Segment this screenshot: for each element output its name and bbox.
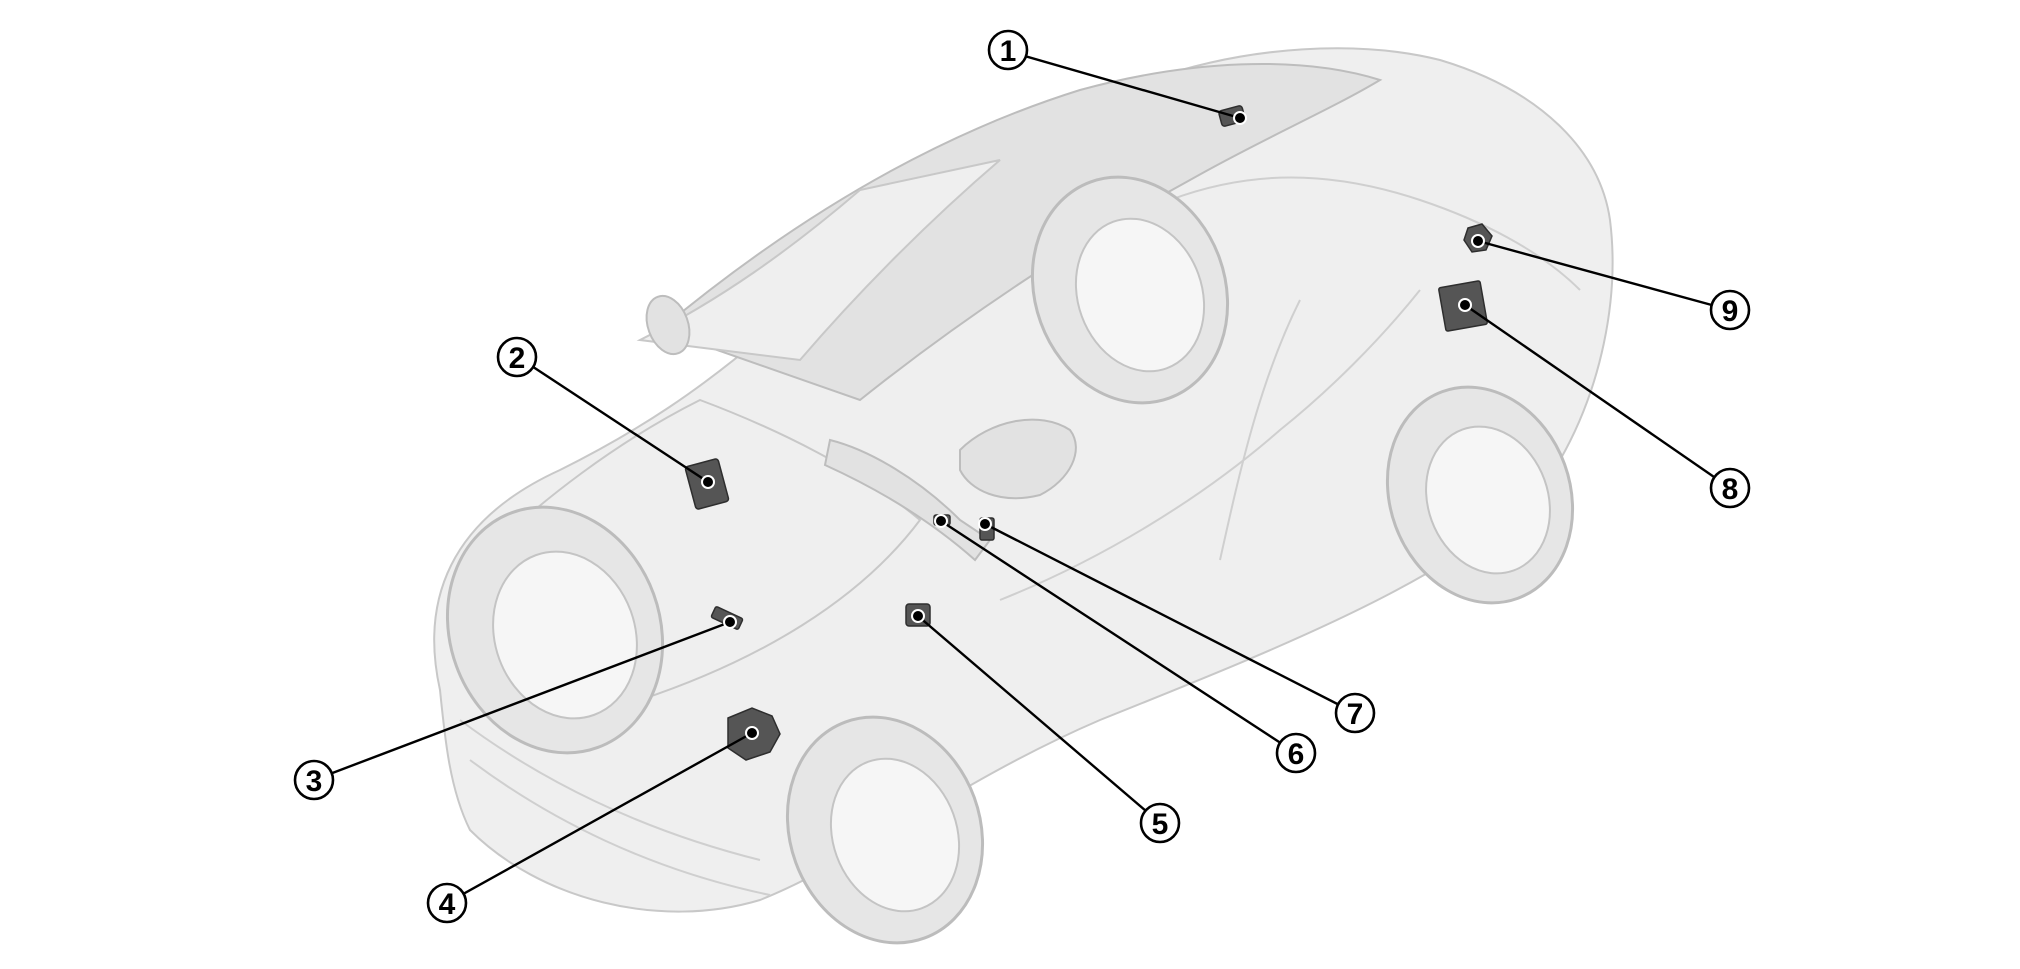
- leader-line-6: [940, 519, 1297, 755]
- vehicle-door-line: [1169, 176, 1581, 291]
- leader-line-4: [446, 731, 753, 905]
- anchor-dot-3: [723, 615, 737, 629]
- anchor-dot-5: [911, 609, 925, 623]
- leader-line-3: [313, 620, 731, 782]
- anchor-dot-6: [934, 514, 948, 528]
- callout-badges: 1 2 3 4 5 6 7 8: [293, 29, 1751, 924]
- callout-8: 8: [1709, 467, 1751, 509]
- anchor-dot-1: [1233, 111, 1247, 125]
- callout-label-3: 3: [306, 765, 323, 798]
- callout-label-7: 7: [1347, 698, 1364, 731]
- callout-label-5: 5: [1152, 808, 1169, 841]
- vehicle-windshield: [636, 159, 1001, 362]
- callout-5: 5: [1139, 802, 1181, 844]
- wheel-rear-left: [1030, 175, 1230, 405]
- vehicle-illustration: [433, 47, 1614, 945]
- anchor-dot-4: [745, 726, 759, 740]
- callout-4: 4: [426, 882, 468, 924]
- vehicle-door-line: [1219, 299, 1301, 561]
- callout-7: 7: [1334, 692, 1376, 734]
- leader-line-5: [917, 615, 1161, 824]
- anchor-dots: [701, 111, 1485, 740]
- wheel-front-right: [785, 715, 985, 945]
- anchor-dot-8: [1458, 298, 1472, 312]
- vehicle-side-mirror: [645, 294, 691, 356]
- vehicle-bumper-line: [459, 719, 761, 861]
- callout-3: 3: [293, 759, 335, 801]
- wheel-front-left: [445, 505, 665, 755]
- callout-6: 6: [1275, 732, 1317, 774]
- callout-9: 9: [1709, 289, 1751, 331]
- callout-1: 1: [987, 29, 1029, 71]
- leader-lines: [313, 50, 1731, 905]
- anchor-dot-7: [978, 517, 992, 531]
- leader-line-1: [1010, 50, 1241, 120]
- anchor-dot-9: [1471, 234, 1485, 248]
- callout-label-9: 9: [1722, 295, 1739, 328]
- leader-line-2: [517, 355, 709, 484]
- vehicle-dashboard: [823, 438, 992, 562]
- leader-line-8: [1464, 304, 1731, 489]
- callout-label-6: 6: [1288, 738, 1305, 771]
- callout-label-8: 8: [1722, 473, 1739, 506]
- vehicle-door-line: [999, 289, 1421, 601]
- wheel-rear-right: [1385, 385, 1575, 605]
- vehicle-steering-area: [959, 418, 1077, 500]
- callout-label-4: 4: [439, 888, 456, 921]
- leader-line-7: [984, 522, 1356, 715]
- anchor-dot-2: [701, 475, 715, 489]
- vehicle-bumper-line: [469, 759, 771, 896]
- leader-line-9: [1477, 239, 1731, 312]
- callout-label-1: 1: [1000, 35, 1017, 68]
- callout-label-2: 2: [509, 342, 526, 375]
- callout-2: 2: [496, 336, 538, 378]
